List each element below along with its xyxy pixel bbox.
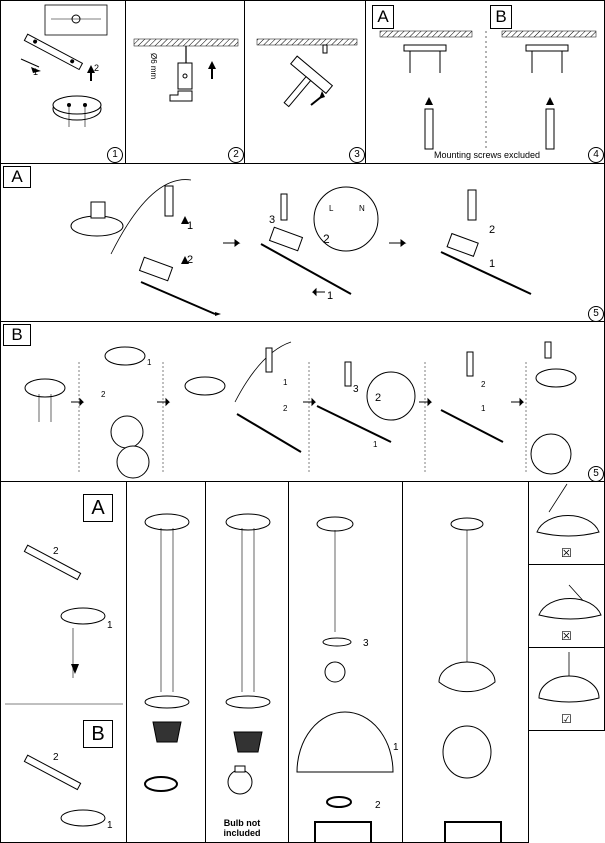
drill-diagram — [133, 38, 239, 102]
arrow-number: 3 — [353, 384, 359, 395]
shade-check-diagram — [536, 483, 600, 537]
arrow-number: 3 — [269, 214, 276, 226]
arrow-number: 2 — [489, 224, 496, 236]
arrow-number: 1 — [327, 290, 334, 302]
bulb-note: Bulb not included — [212, 818, 272, 838]
bracket-diagram — [20, 4, 108, 127]
mounting-note: Mounting screws excluded — [434, 150, 541, 160]
pendant-socket-diagram — [144, 513, 190, 792]
shade-check-diagram — [538, 584, 602, 620]
wiring-diagram-a — [70, 179, 532, 316]
canopy-diagram — [5, 544, 123, 827]
check-panel-1: ☒ — [528, 481, 605, 565]
arrow-number: 2 — [375, 800, 381, 811]
socket-panel-1 — [126, 481, 206, 843]
mount-canopy-panel: A B 2 1 2 1 — [0, 481, 127, 843]
step-number: 3 — [349, 147, 365, 163]
arrow-number: 2 — [283, 404, 288, 413]
variant-label: A — [372, 5, 394, 29]
drill-size-label: Ø6 mm — [149, 53, 158, 80]
terminal-label: N — [359, 204, 365, 213]
mounting-diagram — [379, 30, 597, 151]
arrow-number: 2 — [481, 380, 486, 389]
shade-hanging-diagram — [438, 517, 502, 842]
step-number: 5 — [588, 466, 604, 481]
dowel-diagram — [256, 38, 358, 108]
arrow-number: 2 — [323, 232, 330, 246]
step-1-panel: 1 2 1 — [0, 0, 126, 164]
arrow-number: 2 — [187, 254, 194, 266]
bulb-install-diagram — [225, 513, 271, 795]
step-number: 5 — [588, 306, 604, 321]
check-panel-2: ☒ — [528, 564, 605, 648]
bulb-note-line2: included — [223, 828, 261, 838]
arrow-number: 1 — [481, 404, 486, 413]
step-4-panel: A B Mounting screws excluded 4 — [365, 0, 605, 164]
arrow-number: 1 — [373, 440, 378, 449]
arrow-number: 1 — [187, 220, 194, 232]
arrow-number: 2 — [94, 63, 100, 73]
variant-label: A — [3, 166, 31, 188]
check-mark: ☒ — [561, 546, 572, 560]
step-number: 4 — [588, 147, 604, 163]
variant-label: B — [490, 5, 512, 29]
step-3-panel: 3 — [244, 0, 366, 164]
variant-label: B — [83, 720, 113, 748]
arrow-number: 1 — [393, 742, 399, 753]
bulb-note-line1: Bulb not — [223, 818, 261, 828]
arrow-number: 1 — [283, 378, 288, 387]
terminal-label: L — [329, 204, 334, 213]
step-5a-panel: A 1 2 3 2 1 L N 2 1 5 — [0, 163, 605, 322]
arrow-number: 2 — [53, 546, 59, 557]
step-number: 2 — [228, 147, 244, 163]
step-2-panel: Ø6 mm 2 — [125, 0, 245, 164]
arrow-number: 2 — [375, 392, 382, 404]
wiring-diagram-b — [24, 341, 577, 479]
arrow-number: 1 — [33, 67, 39, 77]
check-panel-3: ☑ — [528, 647, 605, 731]
step-number: 1 — [107, 147, 123, 163]
arrow-number: 2 — [53, 752, 59, 763]
shade-panel-1: 3 1 2 — [288, 481, 403, 843]
variant-label: B — [3, 324, 31, 346]
arrow-number: 1 — [147, 358, 152, 367]
arrow-number: 3 — [363, 638, 369, 649]
step-5b-panel: B 1 2 1 2 3 2 1 2 1 5 — [0, 321, 605, 482]
arrow-number: 1 — [107, 820, 113, 831]
arrow-number: 1 — [107, 620, 113, 631]
check-mark: ☑ — [561, 712, 572, 726]
arrow-number: 2 — [101, 390, 106, 399]
variant-label: A — [83, 494, 113, 522]
socket-panel-2: Bulb not included — [205, 481, 289, 843]
shade-fitting-diagram — [296, 516, 394, 842]
shade-check-diagram — [538, 652, 600, 703]
shade-panel-2 — [402, 481, 529, 843]
arrow-number: 1 — [489, 258, 496, 270]
check-mark: ☒ — [561, 629, 572, 643]
